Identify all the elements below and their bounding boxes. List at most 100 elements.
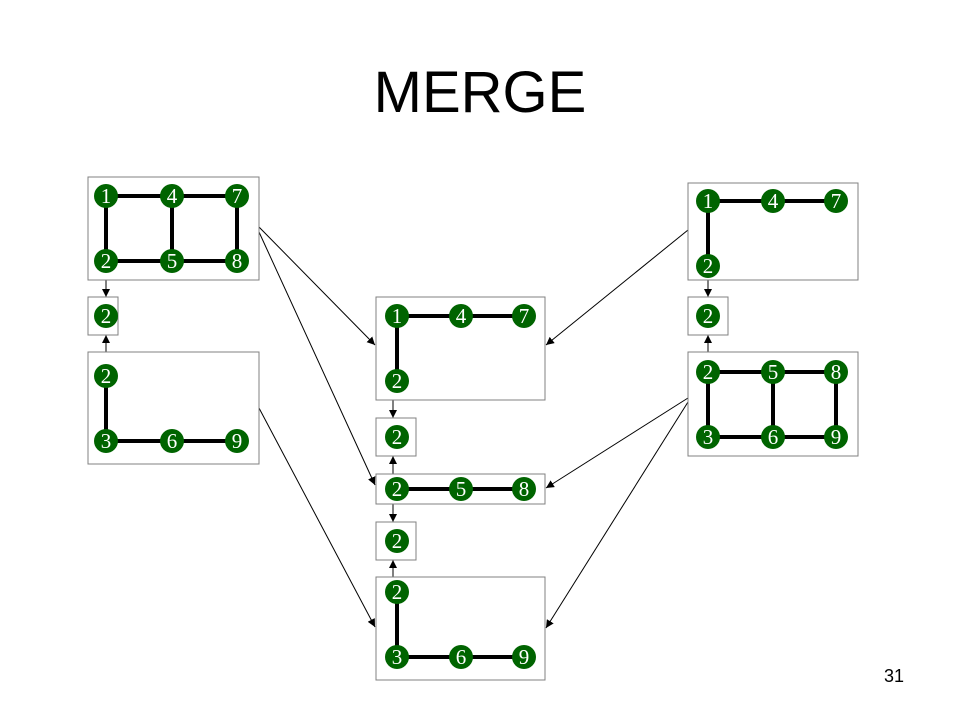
node-label: 2 <box>392 369 403 393</box>
node-2: 2 <box>696 254 720 278</box>
node-circle <box>385 477 409 501</box>
node-6: 6 <box>160 429 184 453</box>
node-circle <box>761 189 785 213</box>
node-label: 5 <box>768 360 779 384</box>
node-label: 5 <box>167 249 178 273</box>
node-label: 4 <box>456 304 467 328</box>
node-label: 1 <box>703 189 714 213</box>
node-circle <box>696 425 720 449</box>
node-2: 2 <box>94 304 118 328</box>
node-label: 7 <box>232 184 243 208</box>
page-number: 31 <box>884 666 904 686</box>
node-2: 2 <box>696 304 720 328</box>
node-circle <box>512 477 536 501</box>
panel-left-top: 1 4 7 2 5 8 <box>87 176 260 281</box>
node-label: 2 <box>392 580 403 604</box>
node-circle <box>94 364 118 388</box>
arrow-right-bottom-to-mid-5 <box>545 401 689 629</box>
node-label: 2 <box>703 254 714 278</box>
node-label: 2 <box>392 477 403 501</box>
node-2: 2 <box>385 369 409 393</box>
node-5: 5 <box>160 249 184 273</box>
node-circle <box>696 304 720 328</box>
node-circle <box>385 425 409 449</box>
node-circle <box>385 580 409 604</box>
node-circle <box>761 360 785 384</box>
node-4: 4 <box>761 189 785 213</box>
node-circle <box>696 360 720 384</box>
arrows-layer <box>102 226 712 629</box>
node-2: 2 <box>385 477 409 501</box>
node-circle <box>94 304 118 328</box>
panel-mid-2: 2 <box>375 417 417 457</box>
node-label: 3 <box>101 429 112 453</box>
node-label: 9 <box>232 429 243 453</box>
node-circle <box>385 645 409 669</box>
node-8: 8 <box>225 249 249 273</box>
node-1: 1 <box>385 304 409 328</box>
panel-right-sep: 2 <box>687 296 729 336</box>
panel-right-top: 1 4 7 2 <box>687 182 859 281</box>
node-circle <box>225 429 249 453</box>
node-label: 5 <box>456 477 467 501</box>
node-2: 2 <box>94 249 118 273</box>
node-circle <box>160 429 184 453</box>
node-circle <box>225 184 249 208</box>
node-label: 2 <box>392 425 403 449</box>
node-9: 9 <box>225 429 249 453</box>
node-label: 7 <box>831 189 842 213</box>
node-label: 7 <box>519 304 530 328</box>
node-label: 8 <box>232 249 243 273</box>
node-label: 3 <box>703 425 714 449</box>
node-4: 4 <box>449 304 473 328</box>
node-circle <box>94 249 118 273</box>
node-circle <box>761 425 785 449</box>
node-circle <box>94 184 118 208</box>
node-circle <box>385 304 409 328</box>
node-8: 8 <box>824 360 848 384</box>
node-label: 3 <box>392 645 403 669</box>
node-3: 3 <box>94 429 118 453</box>
node-circle <box>824 189 848 213</box>
node-label: 2 <box>101 249 112 273</box>
node-circle <box>160 249 184 273</box>
arrow-left-bottom-to-mid-5 <box>258 407 376 628</box>
node-circle <box>824 360 848 384</box>
node-8: 8 <box>512 477 536 501</box>
node-1: 1 <box>696 189 720 213</box>
node-label: 6 <box>167 429 178 453</box>
node-label: 2 <box>703 304 714 328</box>
arrow-left-top-to-mid-3 <box>258 231 376 486</box>
node-circle <box>696 189 720 213</box>
node-2: 2 <box>696 360 720 384</box>
node-circle <box>512 304 536 328</box>
node-1: 1 <box>94 184 118 208</box>
node-label: 2 <box>101 304 112 328</box>
node-label: 4 <box>768 189 779 213</box>
node-label: 9 <box>831 425 842 449</box>
node-circle <box>696 254 720 278</box>
node-label: 1 <box>101 184 112 208</box>
node-7: 7 <box>225 184 249 208</box>
arrow-left-top-to-mid-1 <box>258 226 376 346</box>
node-circle <box>824 425 848 449</box>
panel-left-sep: 2 <box>87 296 119 336</box>
node-label: 6 <box>456 645 467 669</box>
node-circle <box>512 645 536 669</box>
node-label: 2 <box>101 364 112 388</box>
arrow-right-top-to-mid-1 <box>545 229 689 346</box>
node-circle <box>160 184 184 208</box>
node-4: 4 <box>160 184 184 208</box>
node-2: 2 <box>385 529 409 553</box>
node-label: 2 <box>703 360 714 384</box>
panel-mid-1: 1 4 7 2 <box>375 296 546 401</box>
arrow-right-bottom-to-mid-3 <box>545 397 689 489</box>
node-9: 9 <box>512 645 536 669</box>
node-3: 3 <box>696 425 720 449</box>
node-circle <box>225 249 249 273</box>
node-label: 8 <box>831 360 842 384</box>
node-circle <box>385 529 409 553</box>
node-label: 9 <box>519 645 530 669</box>
